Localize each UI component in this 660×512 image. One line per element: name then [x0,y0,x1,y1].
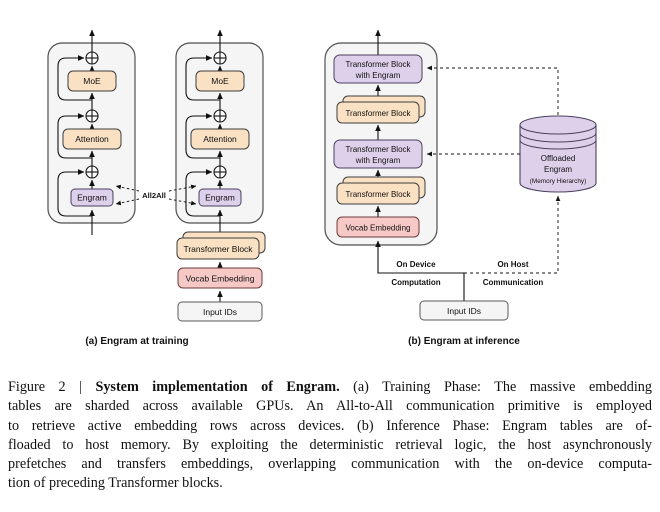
caption-line-4: floaded to host memory. By exploiting th… [8,436,652,453]
engram-residual [185,169,220,217]
panel-a-training: MoE Attention Engram [47,29,266,347]
attention-residual [185,113,220,159]
caption-line-3: to retrieve active embedding rows across… [8,417,652,434]
caption-line-6: tion of preceding Transformer blocks. [8,475,223,492]
add-circle-icon [85,109,99,123]
transformer-block-stacked: Transformer Block [336,95,426,124]
vocab-embedding-label: Vocab Embedding [186,274,255,284]
moe-label: MoE [211,76,229,86]
engram-label: Engram [205,193,235,203]
engram-block: Engram [198,188,242,207]
tb-with-engram-label-line2: with Engram [355,156,401,165]
input-ids-label: Input IDs [203,307,237,317]
transformer-block-label: Transformer Block [183,244,253,254]
engram-block: Engram [70,188,114,207]
moe-residual [57,55,92,101]
on-device-label-line2: Computation [391,278,440,287]
all2all-exchange: All2All [115,184,197,206]
left-block-connectors [57,29,95,235]
transformer-block-with-engram-mid: Transformer Block with Engram [333,139,423,169]
panel-a-caption: (a) Engram at training [85,336,188,347]
tb-with-engram-label-line1: Transformer Block [345,60,411,69]
cylinder-label-line2: Engram [544,165,572,174]
attention-label: Attention [203,134,237,144]
dashed-arrow-to-cylinder [464,195,561,274]
add-circle-icon [213,109,227,123]
caption-line-1: Figure 2 | System implementation of Engr… [8,378,652,397]
on-device-label-line1: On Device [396,260,436,269]
add-circle-icon [85,165,99,179]
moe-label: MoE [83,76,101,86]
attention-residual [57,113,92,159]
transformer-block-with-engram-top: Transformer Block with Engram [333,54,423,84]
tb-with-engram-label-line2: with Engram [355,71,401,80]
caption-line-1-rest: (a) Training Phase: The massive embeddin… [339,379,652,395]
moe-residual [185,55,220,101]
training-right-transformer-container: MoE Attention Engram [175,29,264,232]
host-communication-dashed-arrows [426,65,561,274]
on-device-computation-path [375,240,465,301]
panel-b-inference: Transformer Block with Engram Transforme… [324,29,597,347]
all2all-dashed-arrows [115,184,197,206]
on-host-label-line2: Communication [483,278,544,287]
all2all-label: All2All [142,191,166,200]
attention-block: Attention [62,128,122,150]
transformer-block-stacked: Transformer Block [336,176,426,205]
transformer-block-stacked: Transformer Block [176,231,266,260]
figure-caption: Figure 2 | System implementation of Engr… [8,378,652,494]
moe-block: MoE [67,70,117,92]
right-block-connectors [185,29,223,232]
on-host-label-line1: On Host [497,260,528,269]
system-implementation-diagram: MoE Attention Engram [47,29,597,347]
engram-residual [57,169,92,217]
cylinder-label-line1: Offloaded [541,154,576,163]
caption-line-2: tables are sharded across available GPUs… [8,398,652,415]
tb-with-engram-label-line1: Transformer Block [345,145,411,154]
attention-block: Attention [190,128,250,150]
offloaded-engram-cylinder: Offloaded Engram (Memory Hierarchy) [519,115,597,193]
vocab-embedding-block: Vocab Embedding [177,267,263,289]
training-left-transformer-container: MoE Attention Engram [47,29,136,235]
inference-model-container: Transformer Block with Engram Transforme… [324,29,438,246]
input-ids-block: Input IDs [419,300,509,321]
caption-line-5: prefetches and transfers embeddings, ove… [8,456,652,473]
dashed-arrow-to-top-engram-block [426,65,559,115]
transformer-block-label: Transformer Block [345,190,411,199]
attention-label: Attention [75,134,109,144]
add-circle-icon [213,51,227,65]
cylinder-label-line3: (Memory Hierarchy) [530,178,586,185]
input-ids-label: Input IDs [447,306,481,316]
caption-figure-number: Figure 2 | [8,379,96,395]
caption-title-bold: System implementation of Engram. [95,379,340,395]
moe-block: MoE [195,70,245,92]
add-circle-icon [85,51,99,65]
training-input-stack: Transformer Block Vocab Embedding Input … [176,231,266,322]
engram-label: Engram [77,193,107,203]
path-labels: On Device Computation On Host Communicat… [391,260,543,287]
input-ids-block: Input IDs [177,301,263,322]
panel-b-caption: (b) Engram at inference [408,336,520,347]
vocab-embedding-label: Vocab Embedding [346,224,411,233]
vocab-embedding-block: Vocab Embedding [336,216,420,238]
add-circle-icon [213,165,227,179]
transformer-block-label: Transformer Block [345,109,411,118]
